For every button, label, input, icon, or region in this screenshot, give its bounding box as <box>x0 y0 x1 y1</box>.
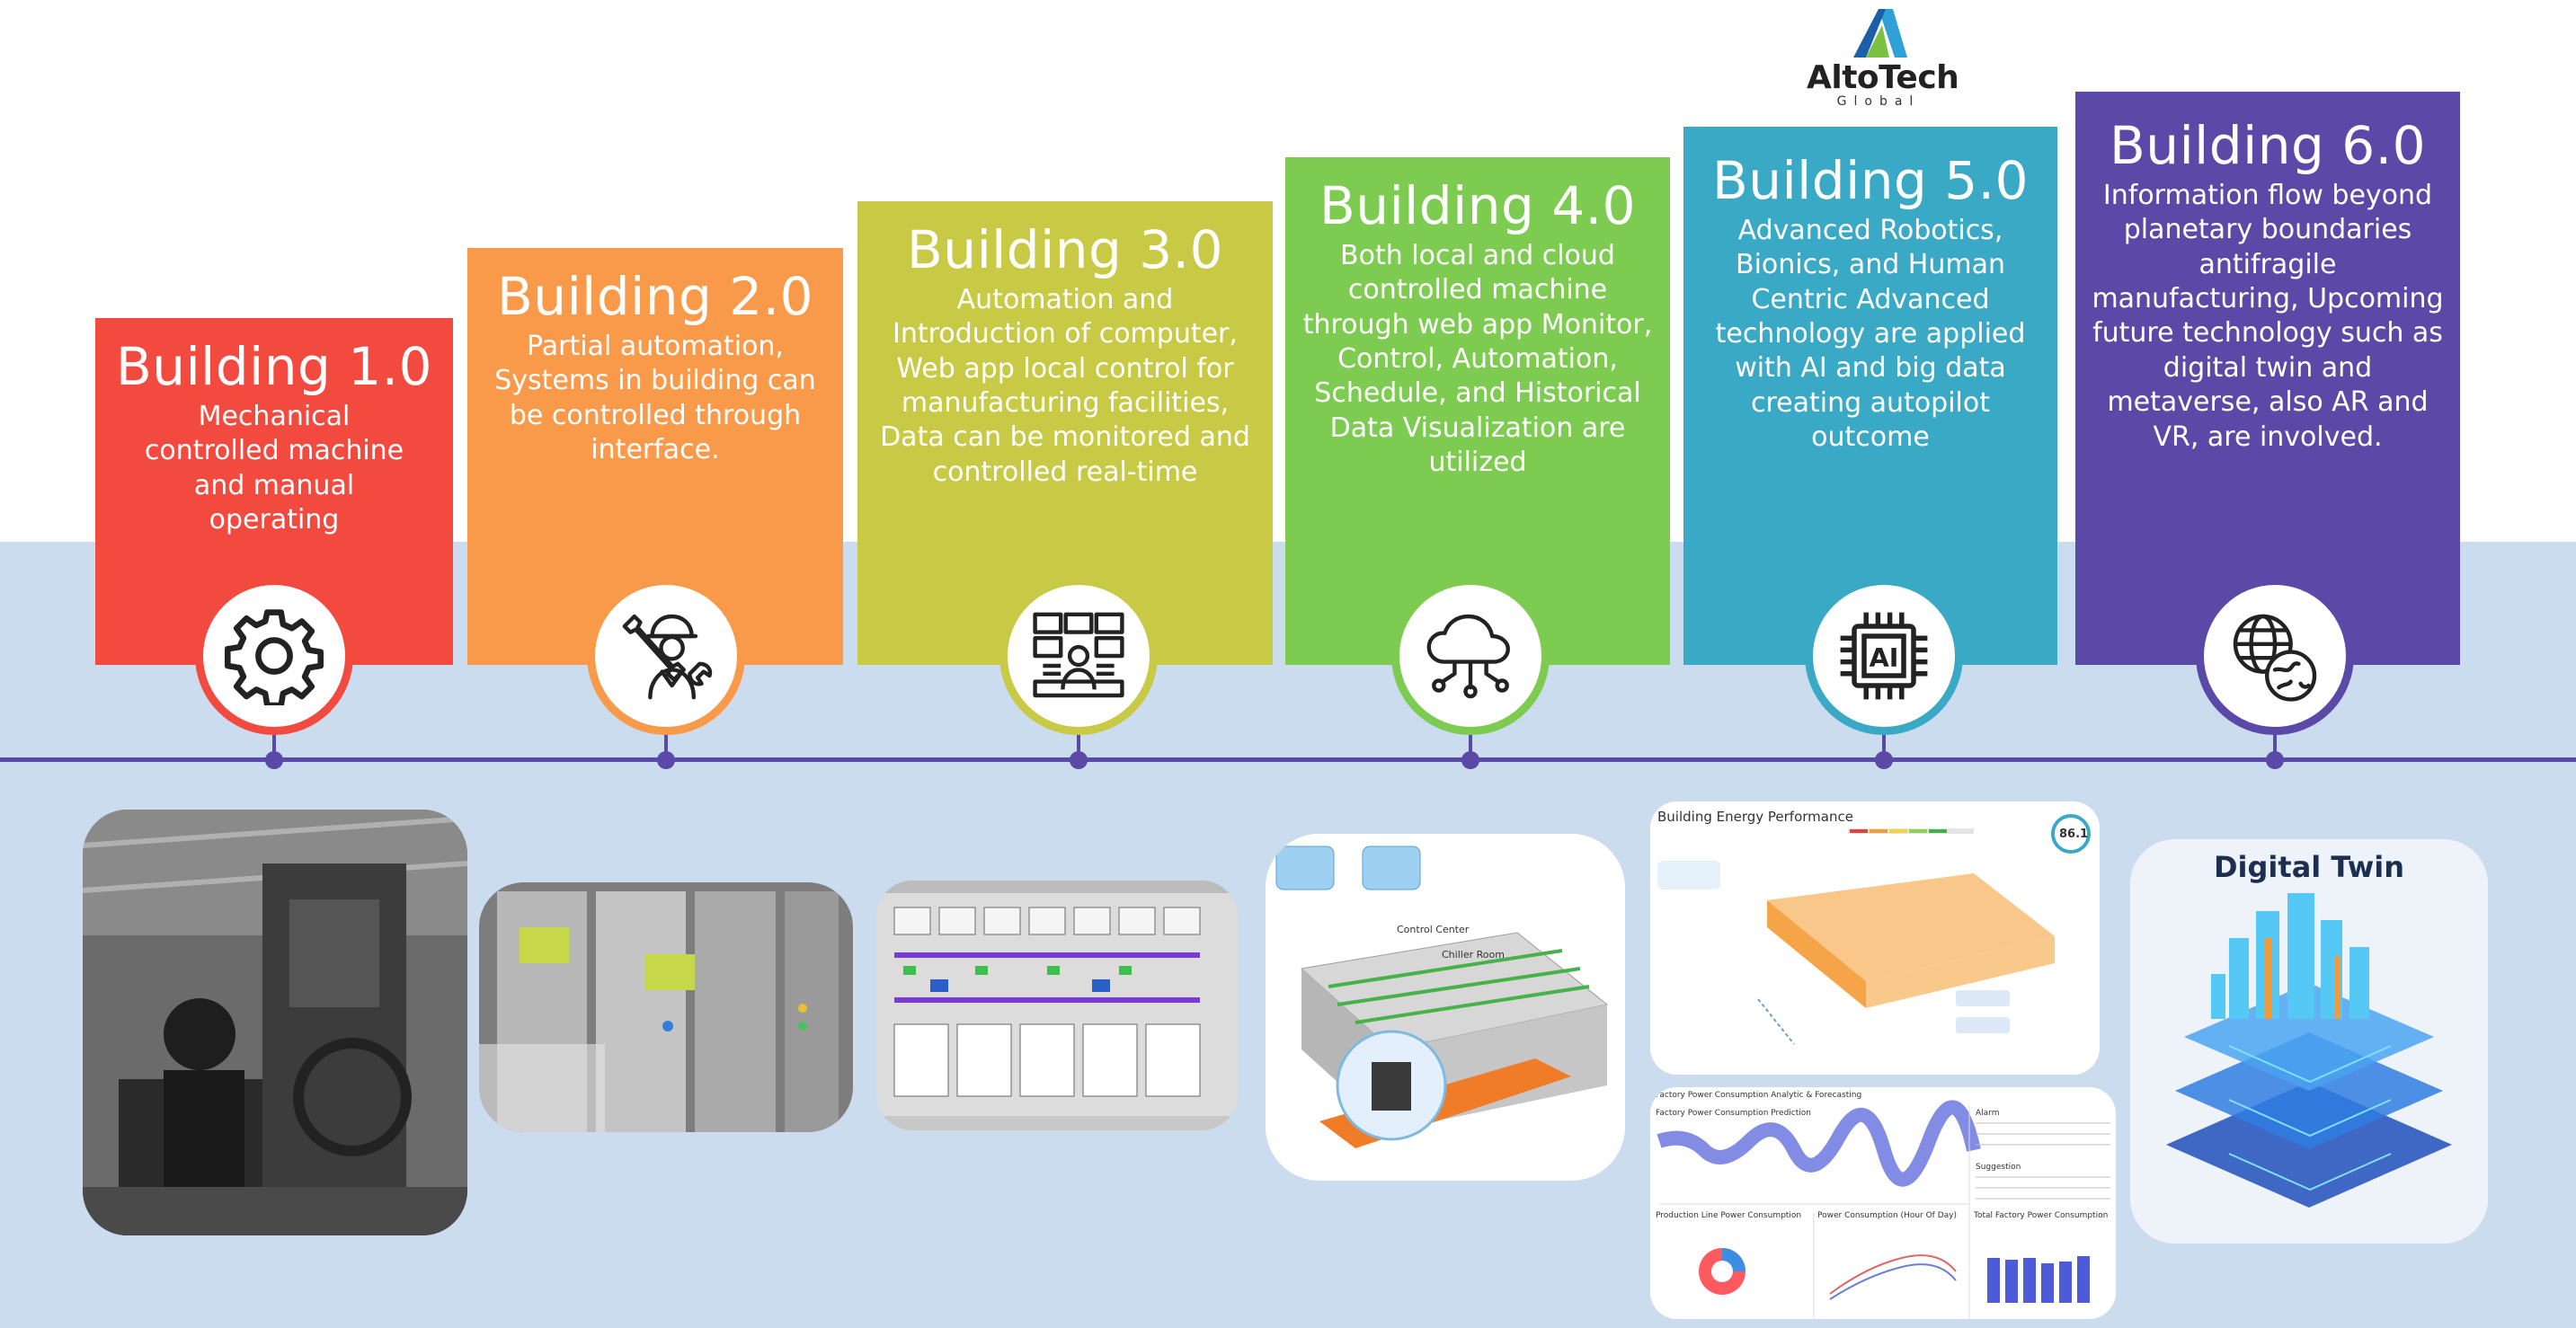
timeline-stem-1 <box>272 726 276 753</box>
stage-description: Advanced Robotics, Bionics, and Human Ce… <box>1715 214 2026 454</box>
stage-description: Mechanical controlled machine and manual… <box>144 400 404 536</box>
stage-description: Information flow beyond planetary bounda… <box>2092 179 2444 453</box>
stage-title: Building 5.0 <box>1712 150 2029 211</box>
stage-title: Building 1.0 <box>116 336 432 397</box>
stage-description: Automation and Introduction of computer,… <box>880 283 1250 488</box>
timeline-stem-5 <box>1882 726 1886 753</box>
stage-description: Partial automation, Systems in building … <box>494 330 816 466</box>
control-center-label: Control Center <box>1397 924 1470 935</box>
hourly-consumption-panel-title: Power Consumption (Hour Of Day) <box>1817 1211 1957 1220</box>
scada-screen-image <box>876 881 1238 1130</box>
gear-icon <box>225 609 324 705</box>
dashboard-title: Building Energy Performance <box>1657 809 1853 825</box>
vintage-machine-photo <box>83 810 467 1235</box>
timeline-dot-2 <box>657 751 675 769</box>
stage-icon-circle-5: AI <box>1805 577 1963 735</box>
suggestion-panel-title: Suggestion <box>1976 1163 2021 1172</box>
alarm-panel-title: Alarm <box>1976 1109 2000 1118</box>
control-panel-photo <box>479 882 853 1132</box>
ai-chip-icon: AI <box>1840 612 1928 700</box>
brand-name: AltoTech <box>1807 59 1959 96</box>
stage-title: Building 3.0 <box>907 219 1223 280</box>
stage-card-6: Building 6.0 Information flow beyond pla… <box>2075 92 2460 665</box>
digital-twin-title: Digital Twin <box>2213 850 2405 884</box>
brand-subtitle: Global <box>1836 94 1921 109</box>
stage-card-1: Building 1.0 Mechanical controlled machi… <box>95 318 453 665</box>
cloud-network-icon <box>1426 614 1510 699</box>
timeline-stem-4 <box>1469 726 1472 753</box>
prediction-panel-title: Factory Power Consumption Prediction <box>1656 1109 1811 1118</box>
stage-icon-circle-1 <box>195 577 353 735</box>
control-room-icon <box>1033 612 1124 698</box>
timeline-stem-3 <box>1077 726 1080 753</box>
altotech-logo: AltoTech Global <box>1807 7 1959 109</box>
altotech-logo-mark-icon <box>1853 9 1907 58</box>
forecast-dashboard-title: Factory Power Consumption Analytic & For… <box>1656 1091 1862 1100</box>
chiller-room-label: Chiller Room <box>1442 949 1505 961</box>
timeline-dot-1 <box>265 751 283 769</box>
stage-card-3: Building 3.0 Automation and Introduction… <box>857 201 1273 665</box>
digital-twin-image: Digital Twin <box>2130 839 2488 1244</box>
performance-score: 86.1 <box>2059 828 2089 841</box>
stage-icon-circle-4 <box>1391 577 1550 735</box>
stage-title: Building 4.0 <box>1319 175 1636 236</box>
timeline-dot-6 <box>2266 751 2284 769</box>
cloud-control-center-image: Control Center Chiller Room <box>1266 834 1625 1181</box>
stage-description: Both local and cloud controlled machine … <box>1302 239 1653 479</box>
timeline-dot-5 <box>1875 751 1893 769</box>
timeline-dot-4 <box>1461 751 1479 769</box>
stage-icon-circle-2 <box>587 577 745 735</box>
stage-card-5: Building 5.0 Advanced Robotics, Bionics,… <box>1683 127 2057 665</box>
timeline-stem-2 <box>664 726 668 753</box>
total-consumption-panel-title: Total Factory Power Consumption <box>1974 1211 2109 1220</box>
timeline-stem-6 <box>2273 726 2277 753</box>
timeline-dot-3 <box>1070 751 1088 769</box>
technician-icon <box>622 614 713 700</box>
production-line-panel-title: Production Line Power Consumption <box>1656 1211 1802 1220</box>
timeline-line <box>0 757 2576 762</box>
stage-icon-circle-6 <box>2196 577 2354 735</box>
power-forecast-dashboard: Factory Power Consumption Analytic & For… <box>1650 1087 2116 1319</box>
energy-performance-dashboard: Building Energy Performance 86.1 <box>1650 801 2100 1075</box>
stage-icon-circle-3 <box>999 577 1158 735</box>
stage-title: Building 6.0 <box>2110 115 2426 176</box>
globe-icon <box>2233 614 2317 702</box>
svg-text:AI: AI <box>1870 642 1899 673</box>
stage-title: Building 2.0 <box>497 266 813 327</box>
